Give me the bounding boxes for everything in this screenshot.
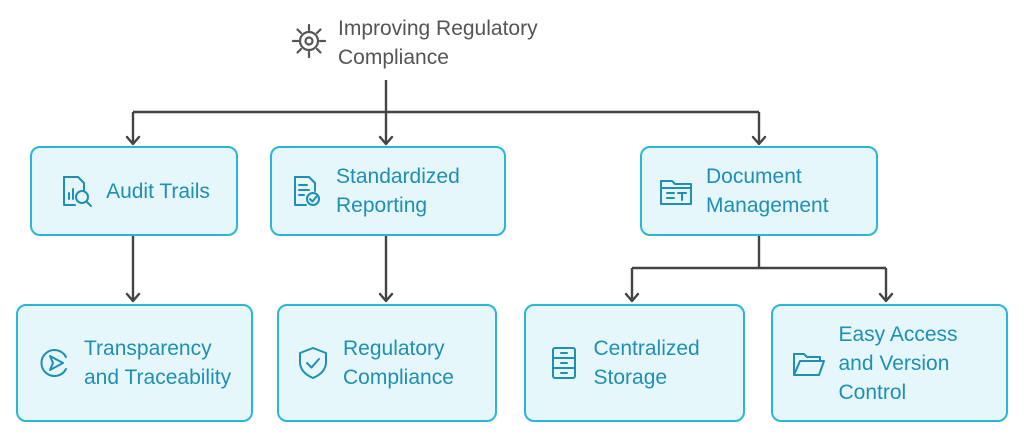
node-label: Transparency and Traceability: [84, 337, 232, 389]
node-label: Regulatory Compliance: [343, 337, 454, 389]
node-label: Centralized Storage: [593, 337, 700, 389]
arrowhead-document: [751, 135, 767, 146]
node-label: Document Management: [706, 165, 829, 217]
open-folder-icon: [792, 353, 825, 376]
shield-check-icon: [299, 347, 327, 379]
node-audit-trails: Audit Trails: [30, 146, 238, 236]
arrowhead-transparency: [125, 292, 141, 303]
node-centralized-storage: Centralized Storage: [524, 304, 745, 422]
traceability-icon: [40, 349, 67, 377]
audit-search-icon: [63, 176, 93, 207]
root-title: Improving Regulatory Compliance: [338, 17, 538, 69]
arrowhead-audit: [125, 135, 141, 146]
arrowhead-storage: [624, 292, 640, 303]
filing-cabinet-icon: [551, 347, 576, 379]
root-topic: Improving Regulatory Compliance: [290, 14, 598, 78]
node-easy-access-version-control: Easy Access and Version Control: [771, 304, 1008, 422]
node-transparency-traceability: Transparency and Traceability: [16, 304, 253, 422]
node-standardized-reporting: Standardized Reporting: [270, 146, 506, 236]
node-label: Audit Trails: [106, 179, 210, 203]
node-regulatory-compliance: Regulatory Compliance: [277, 304, 497, 422]
node-document-management: Document Management: [640, 146, 878, 236]
node-label: Easy Access and Version Control: [838, 322, 958, 404]
gear-icon: [291, 23, 327, 59]
arrowhead-access: [878, 292, 894, 303]
arrowhead-compliance: [378, 292, 394, 303]
report-check-icon: [294, 176, 320, 206]
document-folder-icon: [660, 180, 692, 205]
arrowhead-reporting: [378, 135, 394, 146]
node-label: Standardized Reporting: [336, 165, 460, 217]
